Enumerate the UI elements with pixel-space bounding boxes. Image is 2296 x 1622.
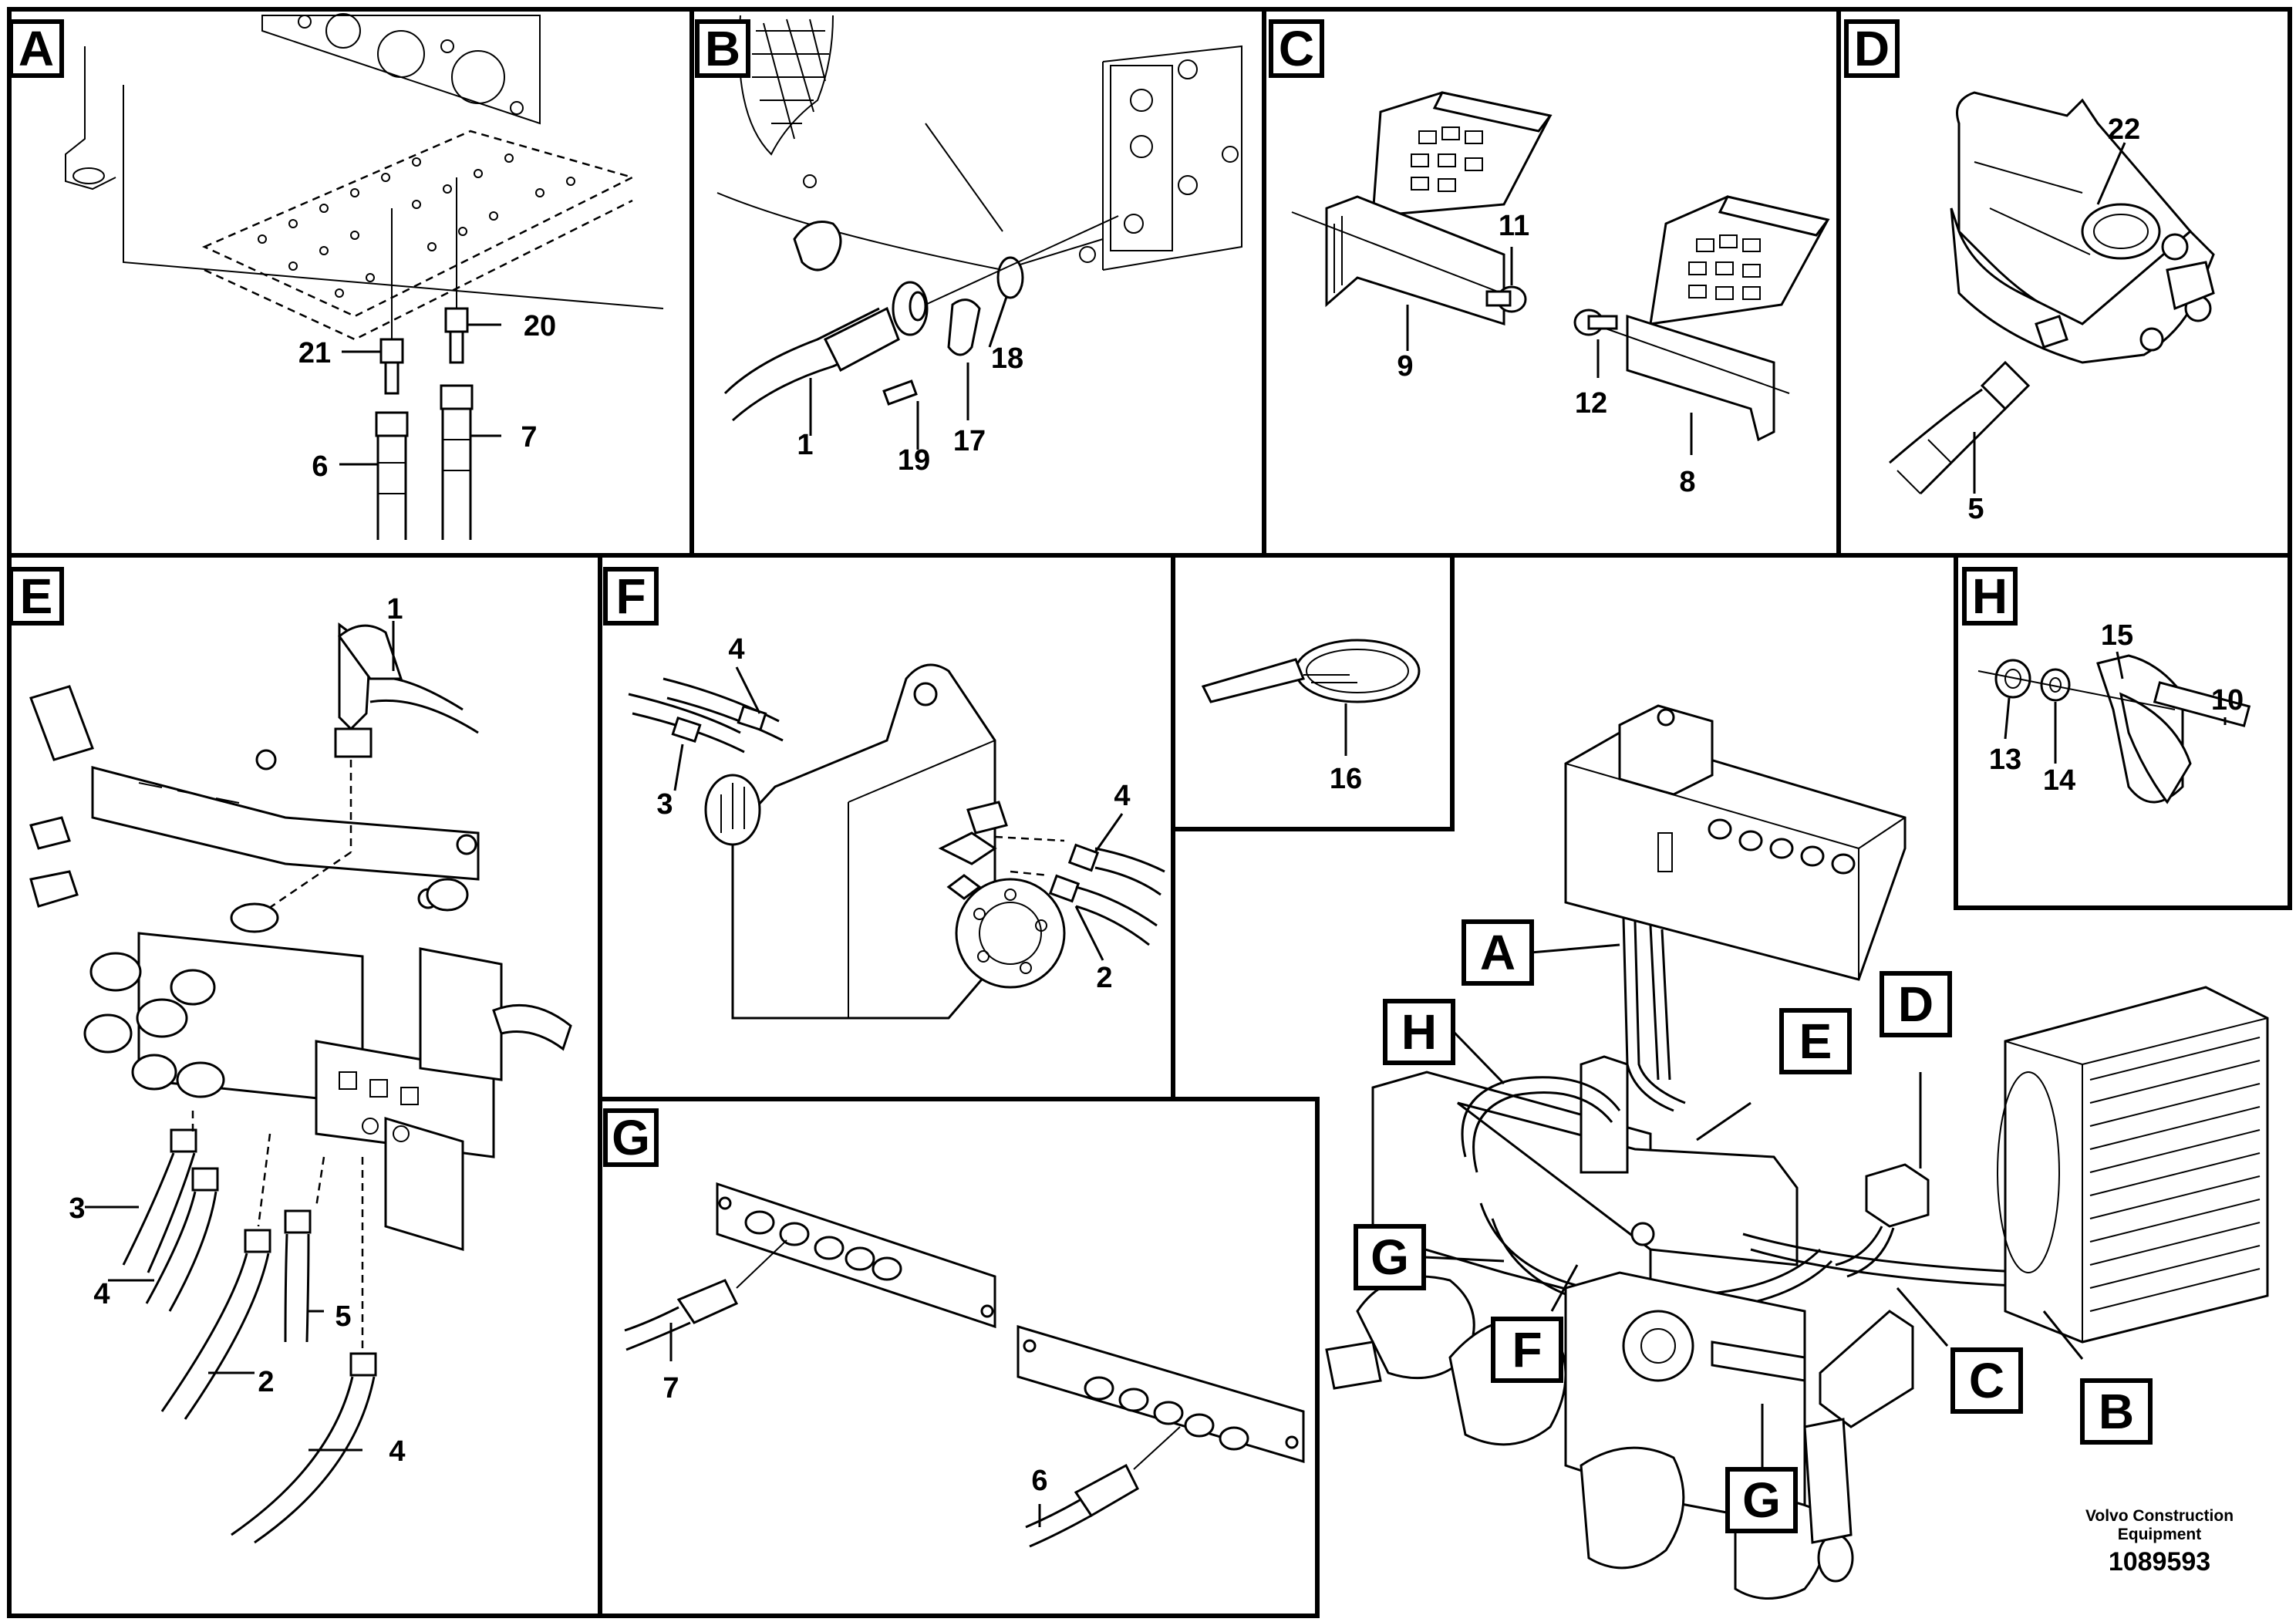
panel-h-frame xyxy=(1954,553,2292,910)
callout-7: 7 xyxy=(663,1372,679,1404)
panel-d-drawing xyxy=(1889,91,2215,495)
callout-10: 10 xyxy=(2211,684,2244,717)
panel-c-callouts: 11 9 12 8 xyxy=(1397,210,1695,498)
panel-d-callouts: 22 5 xyxy=(1967,113,2140,525)
callout-4: 4 xyxy=(728,633,744,666)
panel-g-drawing xyxy=(624,1182,1305,1548)
callout-5: 5 xyxy=(335,1300,351,1333)
svg-text:A: A xyxy=(1480,925,1515,980)
overview-tag-c: C xyxy=(1950,1347,2023,1414)
overview-tag-g-lower: G xyxy=(1725,1467,1798,1533)
panel-h-callouts: 15 10 13 14 xyxy=(1989,619,2244,797)
svg-text:E: E xyxy=(1799,1013,1832,1069)
panel-b-frame xyxy=(689,7,1266,558)
panel-h-drawing xyxy=(1977,651,2251,804)
svg-text:F: F xyxy=(1512,1322,1542,1378)
panel-b-label: B xyxy=(705,21,740,76)
panel-a-drawing xyxy=(65,13,664,540)
svg-text:D: D xyxy=(1898,976,1934,1032)
svg-text:C: C xyxy=(1969,1353,2004,1408)
panel-g-label: G xyxy=(612,1110,650,1165)
callout-14: 14 xyxy=(2043,764,2075,797)
panel-f-drawing xyxy=(628,663,1165,1020)
panel-e-callouts: 1 3 4 5 2 4 xyxy=(69,593,405,1468)
panel-g-badge: G xyxy=(603,1108,659,1167)
panel-badges: A B C D E F H G xyxy=(8,19,2018,1167)
panel-a-badge: A xyxy=(8,19,64,78)
callout-2: 2 xyxy=(258,1366,274,1398)
callout-11: 11 xyxy=(1499,210,1529,242)
panel-e-badge: E xyxy=(8,567,64,626)
manufacturer-line-1: Volvo Construction xyxy=(2085,1507,2234,1525)
overview-tag-f: F xyxy=(1491,1317,1563,1383)
callout-5: 5 xyxy=(1967,493,1984,525)
panel-c-badge: C xyxy=(1269,19,1324,78)
callout-17: 17 xyxy=(953,425,986,457)
panel-d-label: D xyxy=(1854,21,1890,76)
svg-text:G: G xyxy=(1371,1229,1409,1285)
panel-e-label: E xyxy=(20,568,53,624)
panel-f-label: F xyxy=(615,568,646,624)
overview-tags: A H E D G F C B xyxy=(1354,919,2153,1533)
callout-8: 8 xyxy=(1679,466,1695,498)
callout-12: 12 xyxy=(1575,387,1607,420)
callout-6: 6 xyxy=(312,450,328,483)
callout-20: 20 xyxy=(524,310,556,342)
callout-7: 7 xyxy=(521,421,537,454)
callout-3: 3 xyxy=(656,788,673,821)
panel-tie-drawing xyxy=(1201,639,1421,756)
panel-d-badge: D xyxy=(1844,19,1900,78)
callout-3: 3 xyxy=(69,1192,85,1225)
callout-6: 6 xyxy=(1031,1465,1047,1497)
panel-g-frame xyxy=(598,1097,1320,1618)
callout-4: 4 xyxy=(93,1278,110,1310)
overview-tag-g-upper: G xyxy=(1354,1224,1426,1290)
callout-1: 1 xyxy=(797,429,813,461)
callout-1: 1 xyxy=(386,593,403,626)
callout-4: 4 xyxy=(389,1435,405,1468)
callout-2: 2 xyxy=(1096,962,1112,994)
svg-text:B: B xyxy=(2099,1384,2134,1439)
manufacturer-line-2: Equipment xyxy=(2117,1526,2202,1543)
svg-text:H: H xyxy=(1401,1004,1437,1060)
callout-16: 16 xyxy=(1330,763,1362,795)
callout-9: 9 xyxy=(1397,350,1413,383)
panel-tie-callouts: 16 xyxy=(1330,763,1362,795)
callout-18: 18 xyxy=(991,342,1023,375)
panel-tie-frame xyxy=(1171,553,1455,831)
callout-19: 19 xyxy=(898,444,930,477)
panel-a-callouts: 21 20 6 7 xyxy=(298,310,556,483)
callout-4: 4 xyxy=(1114,780,1130,812)
overview-tag-e: E xyxy=(1779,1008,1852,1074)
panel-b-badge: B xyxy=(695,19,750,78)
panel-h-badge: H xyxy=(1962,567,2018,626)
manufacturer-caption: Volvo Construction Equipment xyxy=(2067,1507,2252,1544)
overview-tag-d: D xyxy=(1880,971,1952,1037)
panel-b-drawing xyxy=(716,15,1242,450)
panel-c-label: C xyxy=(1279,21,1314,76)
overview-tag-b: B xyxy=(2080,1378,2153,1445)
panel-f-callouts: 4 3 4 2 xyxy=(656,633,1130,994)
document-number: 1089593 xyxy=(2108,1547,2211,1576)
callout-13: 13 xyxy=(1989,744,2021,776)
panel-c-drawing xyxy=(1291,91,1830,455)
callout-15: 15 xyxy=(2101,619,2133,652)
machine-overview-drawing xyxy=(1325,704,2269,1600)
panel-e-drawing xyxy=(29,621,572,1544)
panel-b-callouts: 18 1 19 17 xyxy=(797,342,1023,477)
panel-h-label: H xyxy=(1972,568,2008,624)
panel-a-label: A xyxy=(19,21,54,76)
callout-22: 22 xyxy=(2108,113,2140,146)
svg-text:G: G xyxy=(1742,1472,1781,1528)
overview-tag-h: H xyxy=(1383,999,1455,1065)
panel-g-callouts: 7 6 xyxy=(663,1372,1047,1497)
callout-21: 21 xyxy=(298,337,331,369)
overview-tag-a: A xyxy=(1462,919,1534,986)
panel-f-badge: F xyxy=(603,567,659,626)
